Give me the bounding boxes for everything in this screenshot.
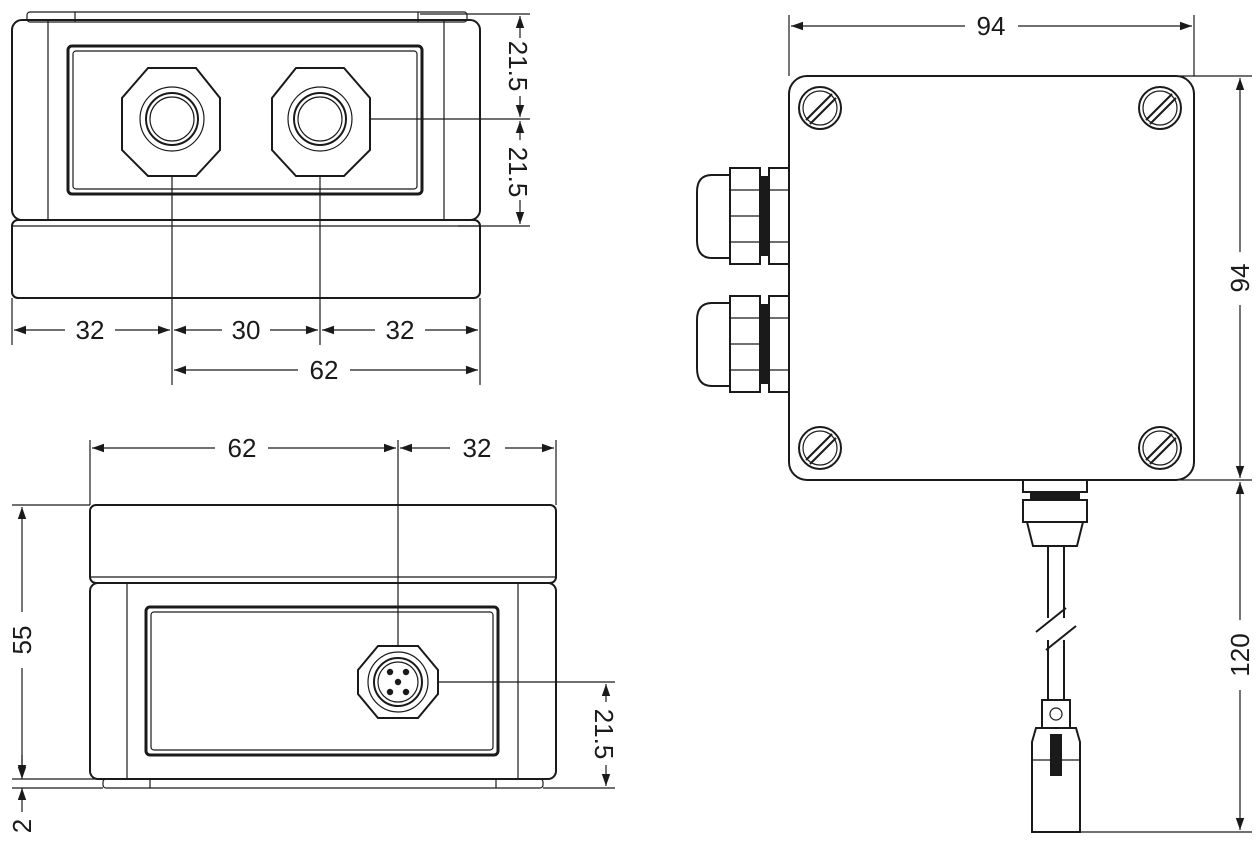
side-view-housing	[788, 75, 1195, 481]
screw-top-left	[798, 86, 842, 130]
side-gland-lower	[696, 295, 790, 393]
dim-front-2: 2	[7, 819, 37, 833]
cable-gland-right	[271, 67, 371, 177]
screw-top-right	[1138, 86, 1182, 130]
dim-top-21-5-lower: 21.5	[503, 147, 533, 198]
dim-front-32: 32	[463, 433, 492, 463]
screw-bottom-left	[798, 426, 842, 470]
bottom-cable-gland	[1022, 479, 1088, 547]
dim-top-32-right: 32	[386, 315, 415, 345]
front-view-window	[144, 605, 500, 757]
front-view-base	[102, 778, 544, 789]
dim-top-30: 30	[232, 315, 261, 345]
side-view: 94 94 120	[696, 11, 1255, 833]
dim-side-94-width: 94	[977, 11, 1006, 41]
top-view-lid	[11, 219, 481, 299]
dim-side-94-height: 94	[1225, 264, 1255, 293]
top-view-ridge	[26, 11, 468, 23]
top-view: 21.5 21.5 32 30 32 62	[11, 11, 533, 385]
top-view-window	[66, 44, 424, 196]
connector-m12	[357, 645, 439, 719]
cable	[1035, 546, 1077, 700]
dim-top-62: 62	[310, 355, 339, 385]
top-view-housing	[11, 19, 481, 221]
dim-front-21-5: 21.5	[589, 709, 619, 760]
dim-front-55: 55	[7, 626, 37, 655]
front-view: 62 32 55 2 21.5	[7, 433, 619, 833]
front-view-lid	[89, 504, 557, 584]
cable-plug	[1031, 699, 1081, 833]
dim-top-21-5-upper: 21.5	[503, 41, 533, 92]
side-gland-upper	[696, 167, 790, 265]
dim-front-62: 62	[228, 433, 257, 463]
screw-bottom-right	[1138, 426, 1182, 470]
cable-gland-left	[121, 67, 221, 177]
dim-side-120: 120	[1225, 633, 1255, 676]
dim-top-32-left: 32	[76, 315, 105, 345]
